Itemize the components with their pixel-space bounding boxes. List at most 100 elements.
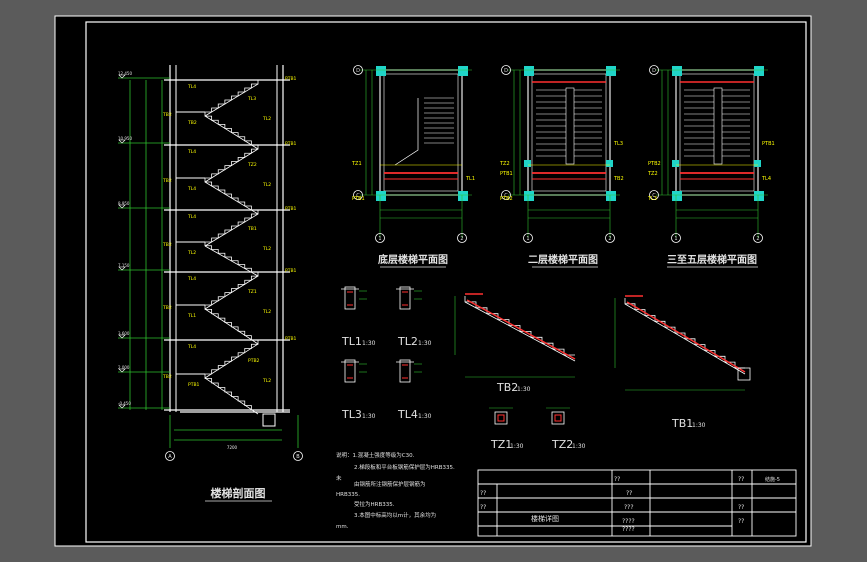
stair-section-view: TB2TL3TL2PTB1TL4TB2TL4TZ2TL2PTB1TL4TB2TL… <box>118 65 303 502</box>
title-block-drawing-name: 楼梯详图 <box>531 514 559 523</box>
section-label: TL2 <box>262 309 271 315</box>
elevation-mark <box>118 139 126 144</box>
design-notes: 说明：1.混凝土强度等级为C30. 2.梯段板和平台板钢筋保护层为HRB335.… <box>336 451 455 530</box>
plan-label: TB2 <box>613 176 624 182</box>
section-label: TZ2 <box>247 162 257 168</box>
tb-ph-7: ?? <box>480 504 486 511</box>
plan-label: TL4 <box>761 176 771 182</box>
stair-soffit <box>204 308 259 345</box>
detail-tz2-scale: 1:30 <box>572 443 586 450</box>
title-block-sheet-no: 结施-5 <box>765 476 780 483</box>
paper-frame <box>54 15 812 547</box>
slab-details <box>454 293 751 391</box>
note-line-3: 未 <box>336 474 342 482</box>
section-label: PTB1 <box>188 382 200 388</box>
note-line-2: 2.梯段板和平台板钢筋保护层为HRB335. <box>354 463 455 471</box>
elevation-value: 2.000 <box>118 365 130 370</box>
column-details <box>489 407 570 425</box>
plan-axis-bubble <box>353 190 363 200</box>
section-label: PTB1 <box>285 268 297 274</box>
plan-column <box>754 66 764 76</box>
plan-column <box>606 160 613 167</box>
tb-ph-2: ?? <box>626 490 632 497</box>
plan-axis-label: C <box>504 193 508 199</box>
elevation-mark <box>118 204 126 209</box>
column-section <box>494 411 508 425</box>
plan-axis-label: C <box>652 193 656 199</box>
tb1-rebar <box>626 301 746 373</box>
inner-border <box>85 21 807 543</box>
elevation-mark <box>118 74 126 79</box>
plan2-title: 二层楼梯平面图 <box>528 253 598 266</box>
plan1-title: 底层楼梯平面图 <box>378 253 448 266</box>
plan-axis-label: 2 <box>460 236 463 242</box>
section-label: PTB1 <box>285 336 297 342</box>
section-label: TL4 <box>187 276 196 282</box>
plan-axis-label: C <box>356 193 360 199</box>
section-title: 楼梯剖面图 <box>211 486 266 500</box>
section-label: TL2 <box>262 182 271 188</box>
detail-tl3-name: TL3 <box>341 408 362 421</box>
stair-soffit <box>204 181 259 215</box>
detail-tb1-scale: 1:30 <box>692 422 706 429</box>
plan-column <box>376 66 386 76</box>
section-label: TB2 <box>162 178 172 184</box>
stair-well <box>713 87 723 165</box>
stair-soffit <box>204 343 259 379</box>
section-label: TB2 <box>187 120 197 126</box>
tb1-soffit <box>624 303 746 375</box>
plan-label: PTB1 <box>762 141 775 147</box>
column-section <box>551 411 565 425</box>
plan-column <box>672 160 679 167</box>
stair-well <box>565 87 575 165</box>
plan-label: TZ2 <box>647 171 658 177</box>
detail-tl4-scale: 1:30 <box>418 413 432 420</box>
tb-ph-1: ?? <box>738 476 744 483</box>
section-label: TL2 <box>262 378 271 384</box>
detail-tz1-scale: 1:30 <box>510 443 524 450</box>
section-label: PTB1 <box>285 76 297 82</box>
beam-section <box>344 286 356 310</box>
note-line-8: mm. <box>336 524 349 530</box>
tb-ph-9: ?? <box>738 518 744 525</box>
elevation-value: 7.150 <box>118 263 130 268</box>
detail-tl2-name: TL2 <box>397 335 418 348</box>
elevation-mark <box>118 368 126 373</box>
plan-label: TL3 <box>613 141 623 147</box>
elevation-value: 10.950 <box>118 136 132 141</box>
plan-axis-bubble <box>649 190 659 200</box>
plan-label: PTB1 <box>352 196 365 202</box>
stair-soffit <box>204 275 259 310</box>
plan-axis-bubble <box>353 65 363 75</box>
elevation-mark <box>118 404 126 409</box>
detail-tl1-name: TL1 <box>341 335 362 348</box>
section-label: TL2 <box>262 116 271 122</box>
stair-flight-upper <box>205 210 259 243</box>
stair-flight-lower <box>204 112 258 146</box>
detail-tb2-name: TB2 <box>496 381 518 394</box>
plan-axis-bubble <box>649 65 659 75</box>
plan-label: TZ2 <box>499 161 510 167</box>
stair-flight-upper <box>205 145 259 179</box>
plan-column <box>524 66 534 76</box>
detail-tz1-name: TZ1 <box>490 438 512 451</box>
elevation-value: -0.450 <box>118 401 131 406</box>
plan-axis-bubble <box>501 190 511 200</box>
plan-axis-label: 1 <box>378 236 381 242</box>
section-axis-left: A <box>168 454 172 460</box>
plan-column <box>606 191 616 201</box>
section-label: PTB2 <box>248 358 260 364</box>
section-label: TZ1 <box>247 289 257 295</box>
plan-label: TL3 <box>647 196 657 202</box>
plan-column <box>524 191 534 201</box>
tb2-rebar <box>466 299 576 360</box>
plan-wall-inner <box>531 73 607 192</box>
plan-label: TL1 <box>465 176 475 182</box>
stair-flight-upper <box>205 80 259 113</box>
section-axis-right: B <box>296 454 300 460</box>
tb-ph-0: ?? <box>614 476 620 483</box>
